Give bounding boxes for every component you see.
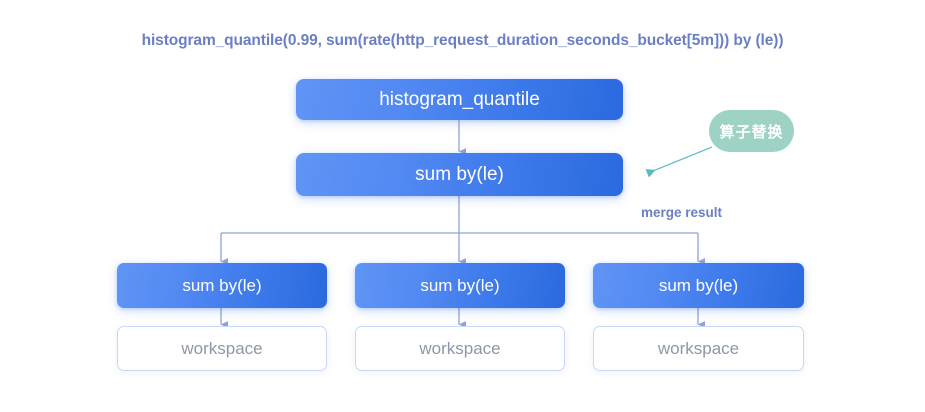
badge-operator-replacement[interactable]: 算子替换: [709, 110, 794, 152]
node-label: sum by(le): [182, 275, 262, 295]
label-merge-result: merge result: [641, 205, 723, 220]
node-label: sum by(le): [415, 163, 504, 185]
node-label: workspace: [657, 338, 740, 358]
page-title: histogram_quantile(0.99, sum(rate(http_r…: [141, 32, 784, 49]
node-workspace-3[interactable]: workspace: [593, 326, 804, 371]
node-label: workspace: [181, 338, 263, 358]
badge-label: 算子替换: [719, 123, 784, 141]
node-label: histogram_quantile: [379, 88, 540, 110]
node-label: sum by(le): [658, 275, 739, 295]
connector-badge-callout: [645, 146, 713, 178]
node-workspace-2[interactable]: workspace: [355, 326, 565, 371]
node-shard-sum-by-le-1[interactable]: sum by(le): [117, 263, 327, 308]
node-workspace-1[interactable]: workspace: [117, 326, 327, 371]
node-label: workspace: [419, 338, 501, 358]
node-shard-sum-by-le-3[interactable]: sum by(le): [593, 263, 804, 308]
node-shard-sum-by-le-2[interactable]: sum by(le): [355, 263, 565, 308]
node-histogram-quantile[interactable]: histogram_quantile: [296, 79, 623, 120]
node-merge-sum-by-le[interactable]: sum by(le): [296, 153, 623, 196]
node-label: sum by(le): [420, 275, 500, 295]
